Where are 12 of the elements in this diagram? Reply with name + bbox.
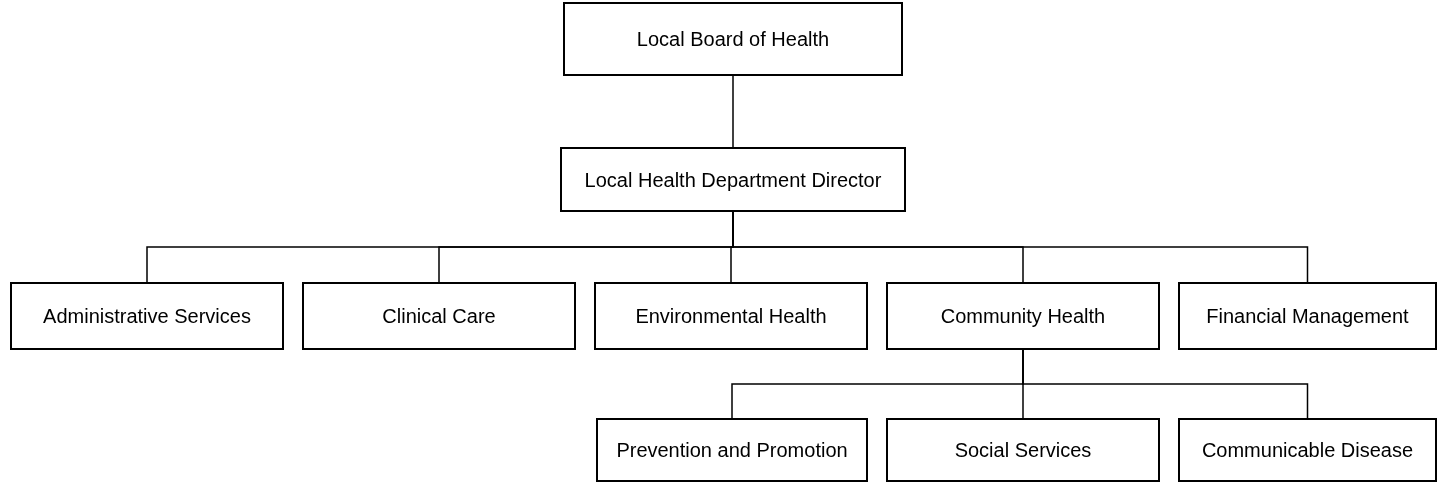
org-box: Community Health — [886, 282, 1160, 350]
org-box: Environmental Health — [594, 282, 868, 350]
connector-line — [732, 75, 734, 148]
org-box: Clinical Care — [302, 282, 576, 350]
org-box: Financial Management — [1178, 282, 1437, 350]
org-box: Communicable Disease — [1178, 418, 1437, 482]
connector-line — [1022, 349, 1309, 419]
org-box: Administrative Services — [10, 282, 284, 350]
org-box: Prevention and Promotion — [596, 418, 868, 482]
org-box: Local Board of Health — [563, 2, 903, 76]
org-box: Social Services — [886, 418, 1160, 482]
org-box: Local Health Department Director — [560, 147, 906, 212]
